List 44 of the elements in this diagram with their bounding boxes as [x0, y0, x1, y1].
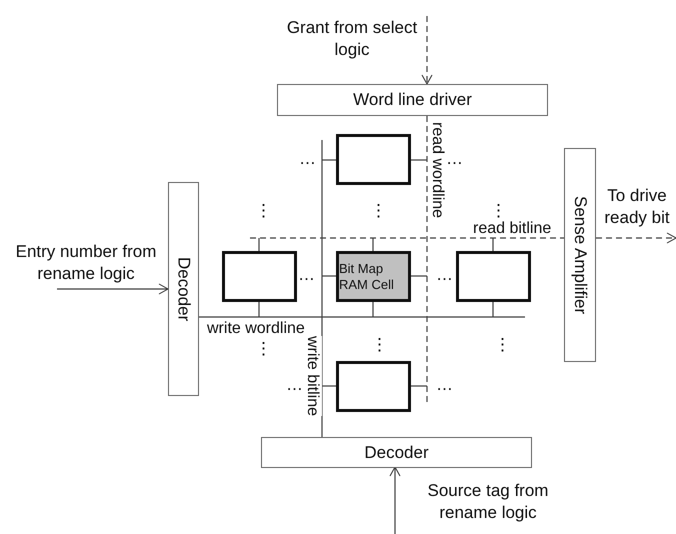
- decoder-block: Decoder: [261, 437, 532, 468]
- ellipsis-mark: ⋮: [494, 336, 511, 354]
- amplifier-block: Sense Amplifier: [564, 148, 596, 362]
- signal-line: [250, 237, 564, 239]
- memory-cell: [456, 251, 531, 302]
- wire: [322, 385, 336, 387]
- ellipsis-mark: ⋮: [255, 202, 272, 220]
- ellipsis-mark: ⋮: [370, 202, 387, 220]
- wire: [492, 238, 494, 251]
- ellipsis-mark: …: [436, 266, 453, 284]
- ellipsis-mark: ⋮: [371, 336, 388, 354]
- ellipsis-mark: …: [436, 376, 453, 394]
- decoder-block: Decoder: [168, 182, 199, 396]
- memory-cell: [336, 134, 411, 185]
- arrow: [422, 16, 432, 84]
- driver-block: Word line driver: [277, 84, 548, 116]
- signal-line: [390, 466, 400, 534]
- signal-line: [321, 140, 323, 437]
- wire: [258, 238, 260, 251]
- wire: [322, 159, 336, 161]
- wire: [411, 159, 427, 161]
- ellipsis-mark: …: [299, 150, 316, 168]
- memory-cell: Bit Map RAM Cell: [336, 251, 411, 302]
- output-label: To drive ready bit: [598, 183, 676, 231]
- arrow: [596, 232, 676, 244]
- ellipsis-mark: ⋮: [490, 202, 507, 220]
- memory-cell: [336, 361, 411, 412]
- wire: [322, 275, 336, 277]
- ellipsis-mark: …: [286, 376, 303, 394]
- input-label: Grant from select logic: [285, 16, 419, 62]
- ellipsis-mark: ⋮: [255, 340, 272, 358]
- wire: [258, 301, 260, 317]
- ellipsis-mark: …: [446, 150, 463, 168]
- wire: [372, 238, 374, 251]
- memory-cell: [222, 251, 297, 302]
- wire: [411, 385, 427, 387]
- wire: [492, 301, 494, 317]
- ellipsis-mark: …: [298, 266, 315, 284]
- input-label: Entry number from rename logic: [4, 240, 168, 286]
- arrow: [57, 284, 168, 294]
- signal-line: [426, 116, 428, 405]
- wire: [411, 275, 427, 277]
- wire: [372, 301, 374, 317]
- signal-line: [199, 316, 525, 318]
